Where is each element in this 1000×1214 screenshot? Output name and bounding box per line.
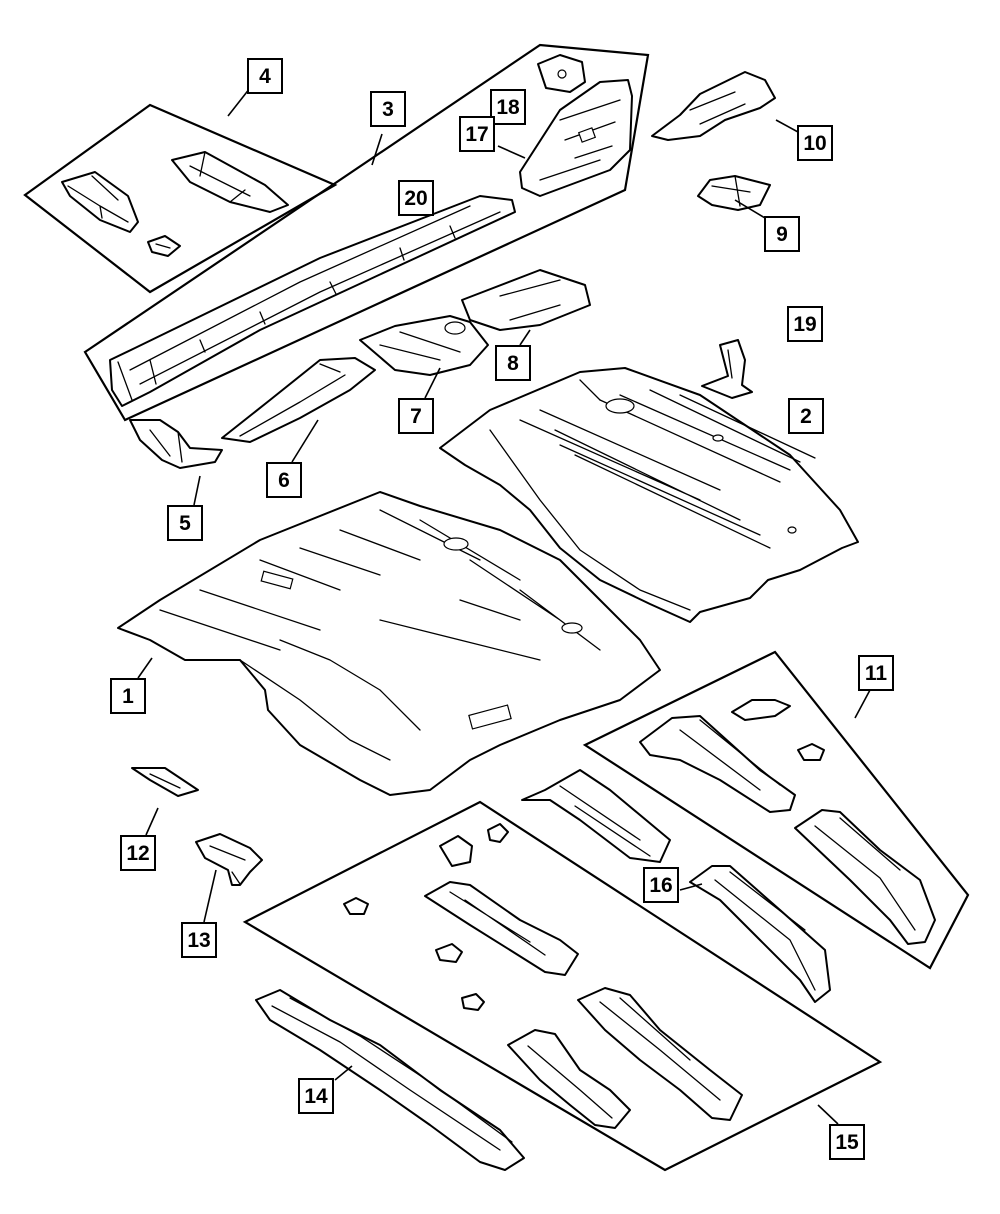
part-4-rail	[61, 171, 139, 233]
part-7	[359, 315, 489, 376]
callout-1: 1	[110, 678, 146, 714]
callout-4: 4	[247, 58, 283, 94]
callout-14: 14	[298, 1078, 334, 1114]
callout-18: 18	[490, 89, 526, 125]
callout-20: 20	[398, 180, 434, 216]
part-12	[131, 767, 199, 797]
part-5	[129, 419, 223, 469]
part-15-bracket-e	[461, 993, 485, 1011]
callout-3: 3	[370, 91, 406, 127]
callout-8: 8	[495, 345, 531, 381]
part-15-bracket-d	[435, 943, 463, 963]
group-frame-11	[582, 650, 970, 970]
part-4-panel	[171, 151, 289, 213]
group-frame-3	[83, 43, 650, 422]
part-16-rail-b	[689, 865, 831, 1003]
part-17-pillar	[519, 79, 633, 197]
part-15-rail-c	[507, 1029, 631, 1129]
part-20-sill	[109, 195, 516, 407]
part-11-rail-a	[639, 715, 796, 813]
part-10	[651, 71, 776, 141]
callout-17: 17	[459, 116, 495, 152]
part-15-bracket-a	[439, 835, 473, 867]
callout-13: 13	[181, 922, 217, 958]
part-8	[461, 269, 591, 331]
part-14-crossmember	[255, 989, 525, 1171]
part-13	[195, 833, 263, 886]
callout-7: 7	[398, 398, 434, 434]
callout-16: 16	[643, 867, 679, 903]
part-16-rail-a	[521, 769, 671, 863]
part-18-bracket	[537, 54, 586, 93]
part-4-bracket	[147, 235, 181, 257]
part-1-front-floor	[117, 491, 661, 796]
group-frame-15	[242, 800, 883, 1172]
part-6	[221, 357, 376, 443]
callout-10: 10	[797, 125, 833, 161]
callout-11: 11	[858, 655, 894, 691]
callout-5: 5	[167, 505, 203, 541]
callout-6: 6	[266, 462, 302, 498]
part-19-bracket	[701, 339, 753, 399]
callout-12: 12	[120, 835, 156, 871]
part-15-bracket-b	[487, 823, 509, 843]
part-15-rail-a	[424, 881, 579, 976]
callout-19: 19	[787, 306, 823, 342]
group-frame-4	[23, 103, 338, 294]
part-15-bracket-c	[343, 897, 369, 915]
callout-15: 15	[829, 1124, 865, 1160]
part-9	[697, 175, 771, 211]
callout-9: 9	[764, 216, 800, 252]
part-2-rear-floor	[439, 367, 859, 623]
part-11-bracket-a	[731, 699, 791, 721]
part-11-rail-b	[794, 809, 936, 945]
callout-2: 2	[788, 398, 824, 434]
part-15-rail-b	[577, 987, 743, 1121]
part-11-bracket-b	[797, 743, 825, 761]
